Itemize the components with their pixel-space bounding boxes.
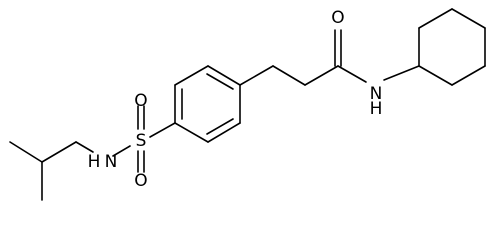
bond [451, 65, 486, 86]
amide-nitrogen-label: N [370, 84, 383, 104]
carbonyl-oxygen-label: O [331, 8, 344, 28]
bond [418, 65, 453, 86]
sulfonamide-group [112, 105, 176, 173]
bond [9, 141, 43, 163]
sulfonyl-oxygen-bottom-label: O [134, 171, 147, 191]
bond [174, 65, 209, 86]
molecule-canvas: O N H S O O N H [9, 8, 486, 201]
bond [239, 65, 274, 86]
bond [272, 65, 306, 86]
bond [337, 65, 367, 83]
sulfur-label: S [136, 131, 147, 151]
bond [112, 145, 131, 157]
amide-hydrogen-label: H [370, 99, 383, 119]
sulfonyl-oxygen-top-label: O [134, 91, 147, 111]
cyclohexane-ring [383, 8, 486, 86]
aromatic-inner-bond [206, 73, 234, 90]
bond [418, 8, 453, 29]
benzene-ring [174, 65, 241, 143]
bond [75, 141, 94, 153]
bond [383, 65, 420, 81]
bond [174, 122, 209, 143]
bond [149, 122, 176, 138]
propanamide-chain [239, 29, 367, 86]
bond [304, 65, 339, 86]
bond [207, 65, 241, 86]
aromatic-inner-bond [206, 118, 234, 135]
bond [41, 141, 77, 163]
bond [207, 122, 241, 143]
bond [451, 8, 486, 29]
sulfonamide-nitrogen-label: N [105, 152, 118, 172]
structure-diagram: O N H S O O N H [9, 8, 486, 201]
sulfonamide-hydrogen-label: H [88, 152, 101, 172]
isobutyl-chain [9, 141, 94, 201]
